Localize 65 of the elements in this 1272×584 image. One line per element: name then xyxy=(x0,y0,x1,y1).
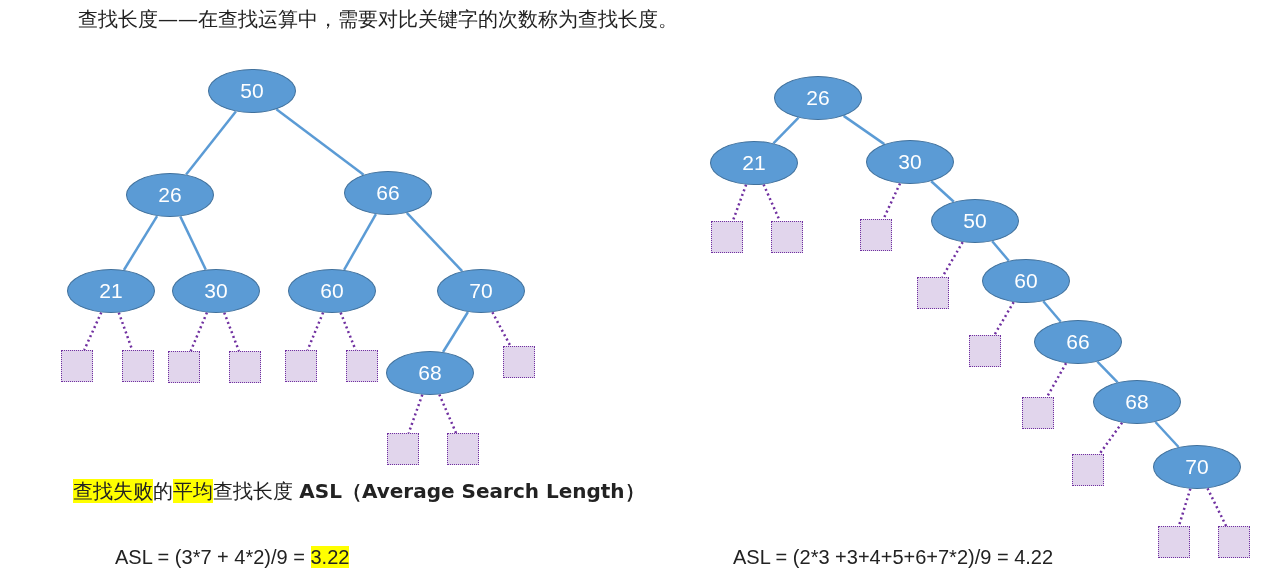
tree-branch xyxy=(343,213,377,271)
dotted-link xyxy=(117,312,134,351)
leaf-square xyxy=(1072,454,1104,486)
tree-node: 26 xyxy=(126,173,214,217)
formula-text: ASL = (3*7 + 4*2)/9 = 3.22 xyxy=(115,546,350,569)
leaf-square xyxy=(285,350,317,382)
leaf-square xyxy=(346,350,378,382)
tree-node: 68 xyxy=(1093,380,1181,424)
leaf-square xyxy=(61,350,93,382)
dotted-link xyxy=(83,311,103,351)
tree-branch xyxy=(1154,421,1180,448)
tree-node: 68 xyxy=(386,351,474,395)
leaf-square xyxy=(387,433,419,465)
tree-node: 60 xyxy=(982,259,1070,303)
tree-node: 50 xyxy=(931,199,1019,243)
tree-branch xyxy=(179,215,207,271)
dotted-link xyxy=(762,183,781,222)
tree-branch xyxy=(442,311,469,353)
dotted-link xyxy=(993,301,1015,336)
tree-node: 21 xyxy=(710,141,798,185)
leaf-square xyxy=(1218,526,1250,558)
leaf-square xyxy=(1158,526,1190,558)
tree-branch xyxy=(842,114,886,146)
tree-branch xyxy=(405,212,464,272)
leaf-square xyxy=(771,221,803,253)
definition-text: 查找长度——在查找运算中，需要对比关键字的次数称为查找长度。 xyxy=(78,6,678,33)
tree-branch xyxy=(122,215,159,271)
tree-branch xyxy=(772,116,800,145)
leaf-square xyxy=(503,346,535,378)
tree-node: 30 xyxy=(172,269,260,313)
tree-branch xyxy=(1096,360,1119,384)
heading-text: 查找失败的平均查找长度 ASL（Average Search Length） xyxy=(73,478,645,505)
tree-node: 50 xyxy=(208,69,296,113)
tree-node: 70 xyxy=(437,269,525,313)
leaf-square xyxy=(229,351,261,383)
tree-node: 66 xyxy=(1034,320,1122,364)
tree-node: 60 xyxy=(288,269,376,313)
dotted-link xyxy=(223,312,241,352)
dotted-link xyxy=(306,312,325,351)
dotted-link xyxy=(941,241,964,278)
leaf-square xyxy=(969,335,1001,367)
leaf-square xyxy=(917,277,949,309)
tree-branch xyxy=(930,180,955,203)
tree-node: 66 xyxy=(344,171,432,215)
dotted-link xyxy=(1177,488,1192,527)
tree-branch xyxy=(275,108,365,176)
formula-text: ASL = (2*3 +3+4+5+6+7*2)/9 = 4.22 xyxy=(733,546,1054,569)
leaf-square xyxy=(122,350,154,382)
tree-node: 21 xyxy=(67,269,155,313)
dotted-link xyxy=(438,394,458,434)
leaf-square xyxy=(447,433,479,465)
dotted-link xyxy=(491,311,512,347)
dotted-link xyxy=(339,312,357,351)
dotted-link xyxy=(1045,362,1068,398)
tree-node: 26 xyxy=(774,76,862,120)
tree-node: 70 xyxy=(1153,445,1241,489)
dotted-link xyxy=(882,182,902,220)
leaf-square xyxy=(168,351,200,383)
leaf-square xyxy=(860,219,892,251)
dotted-link xyxy=(731,184,748,222)
dotted-link xyxy=(1206,487,1228,527)
leaf-square xyxy=(1022,397,1054,429)
tree-node: 30 xyxy=(866,140,954,184)
leaf-square xyxy=(711,221,743,253)
dotted-link xyxy=(189,312,209,352)
